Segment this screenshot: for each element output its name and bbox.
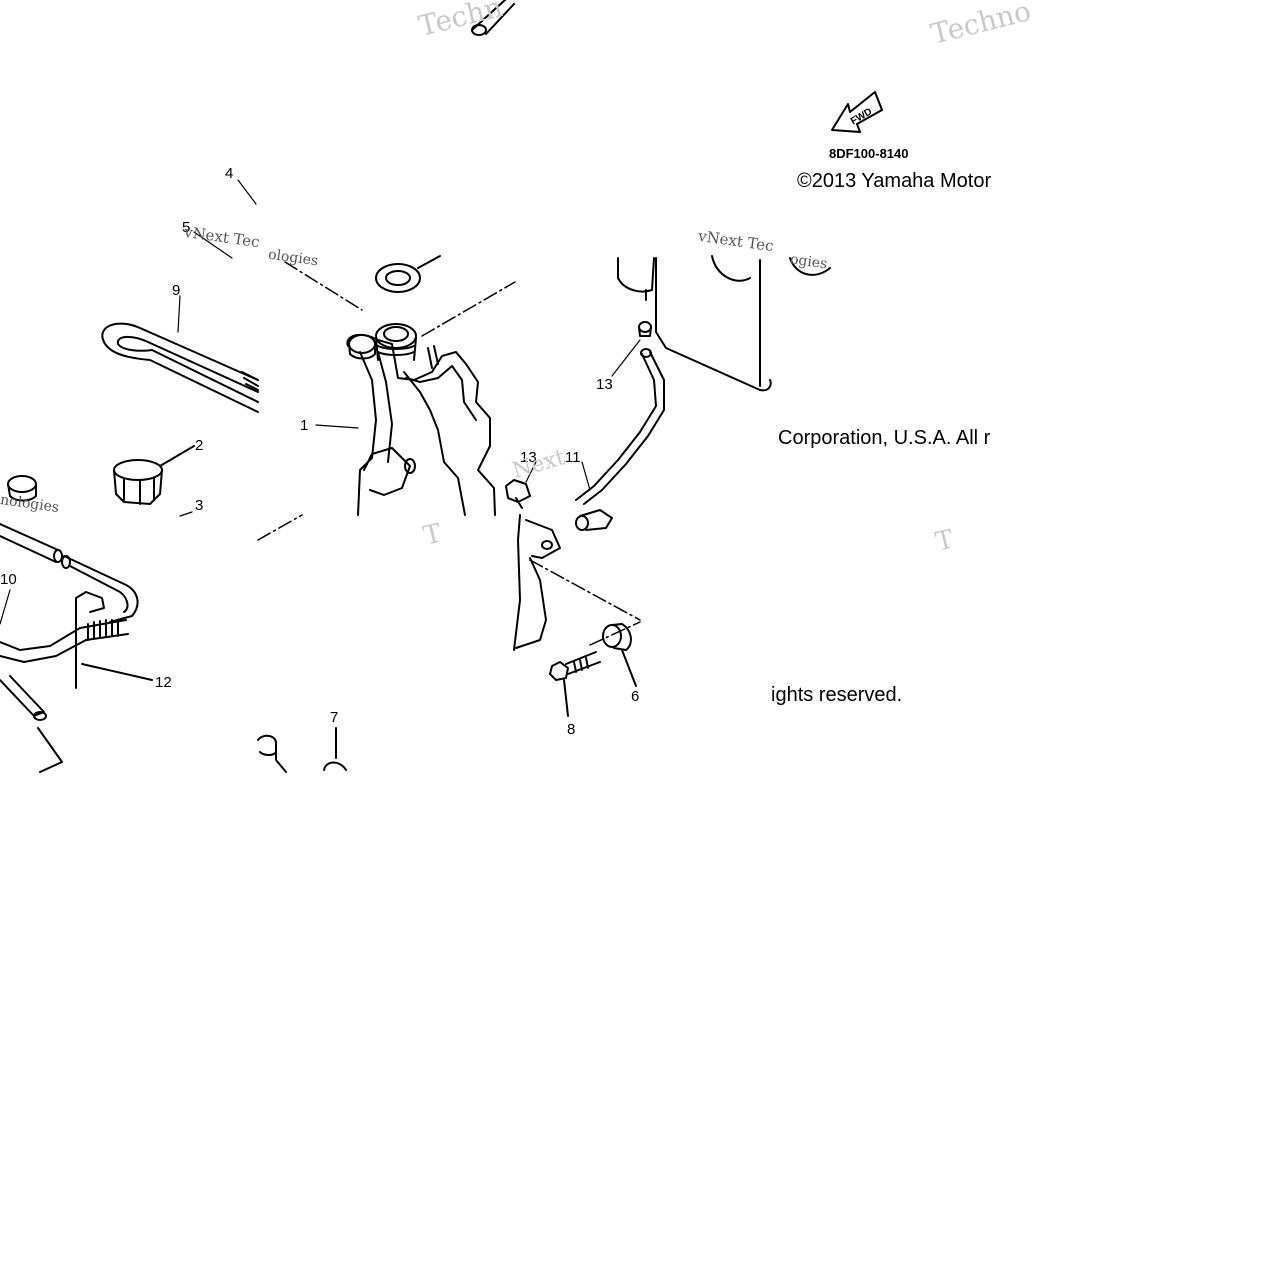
filler-cap [113, 445, 195, 505]
callout-8: 8 [567, 721, 575, 738]
hose-stub-top [471, 0, 515, 36]
lower-fitting [257, 727, 347, 773]
copyright-line-1: ©2013 Yamaha Motor [797, 170, 992, 192]
copyright-line-2: Corporation, U.S.A. All r [778, 427, 991, 449]
leader-lines [0, 179, 641, 625]
hose-elbow-fitting [575, 509, 613, 531]
small-cap-left [7, 475, 37, 502]
callout-5: 5 [182, 219, 190, 236]
assembly-lines [257, 261, 641, 646]
callout-7: 7 [330, 709, 338, 726]
copyright-line-3: ights reserved. [771, 684, 903, 706]
callout-2: 2 [195, 437, 203, 454]
callout-6: 6 [631, 688, 639, 705]
washer [375, 255, 441, 293]
grommet-upper [638, 321, 652, 337]
callout-11: 11 [565, 449, 581, 466]
callout-4: 4 [225, 165, 233, 182]
grommet [602, 623, 637, 687]
filler-neck [375, 323, 417, 361]
callout-10: 10 [0, 571, 17, 588]
callout-13-upper: 13 [596, 376, 613, 393]
mounting-bracket [513, 514, 561, 651]
hose-clip [75, 591, 153, 689]
coiled-hose [0, 619, 129, 773]
fwd-arrow-icon: FWD [831, 91, 883, 133]
callout-13-lower: 13 [520, 449, 537, 466]
part-code: 8DF100-8140 [829, 146, 909, 161]
callout-1: 1 [300, 417, 308, 434]
callout-9: 9 [172, 282, 180, 299]
bolt [549, 651, 601, 717]
small-fitting [348, 334, 376, 360]
callout-3: 3 [195, 497, 203, 514]
breather-hose [0, 523, 139, 623]
hose-clamp [505, 479, 531, 509]
oil-tank [346, 333, 496, 516]
upper-component [617, 255, 831, 392]
hose [575, 348, 665, 505]
loop-rod [101, 322, 259, 413]
callout-12: 12 [155, 674, 172, 691]
